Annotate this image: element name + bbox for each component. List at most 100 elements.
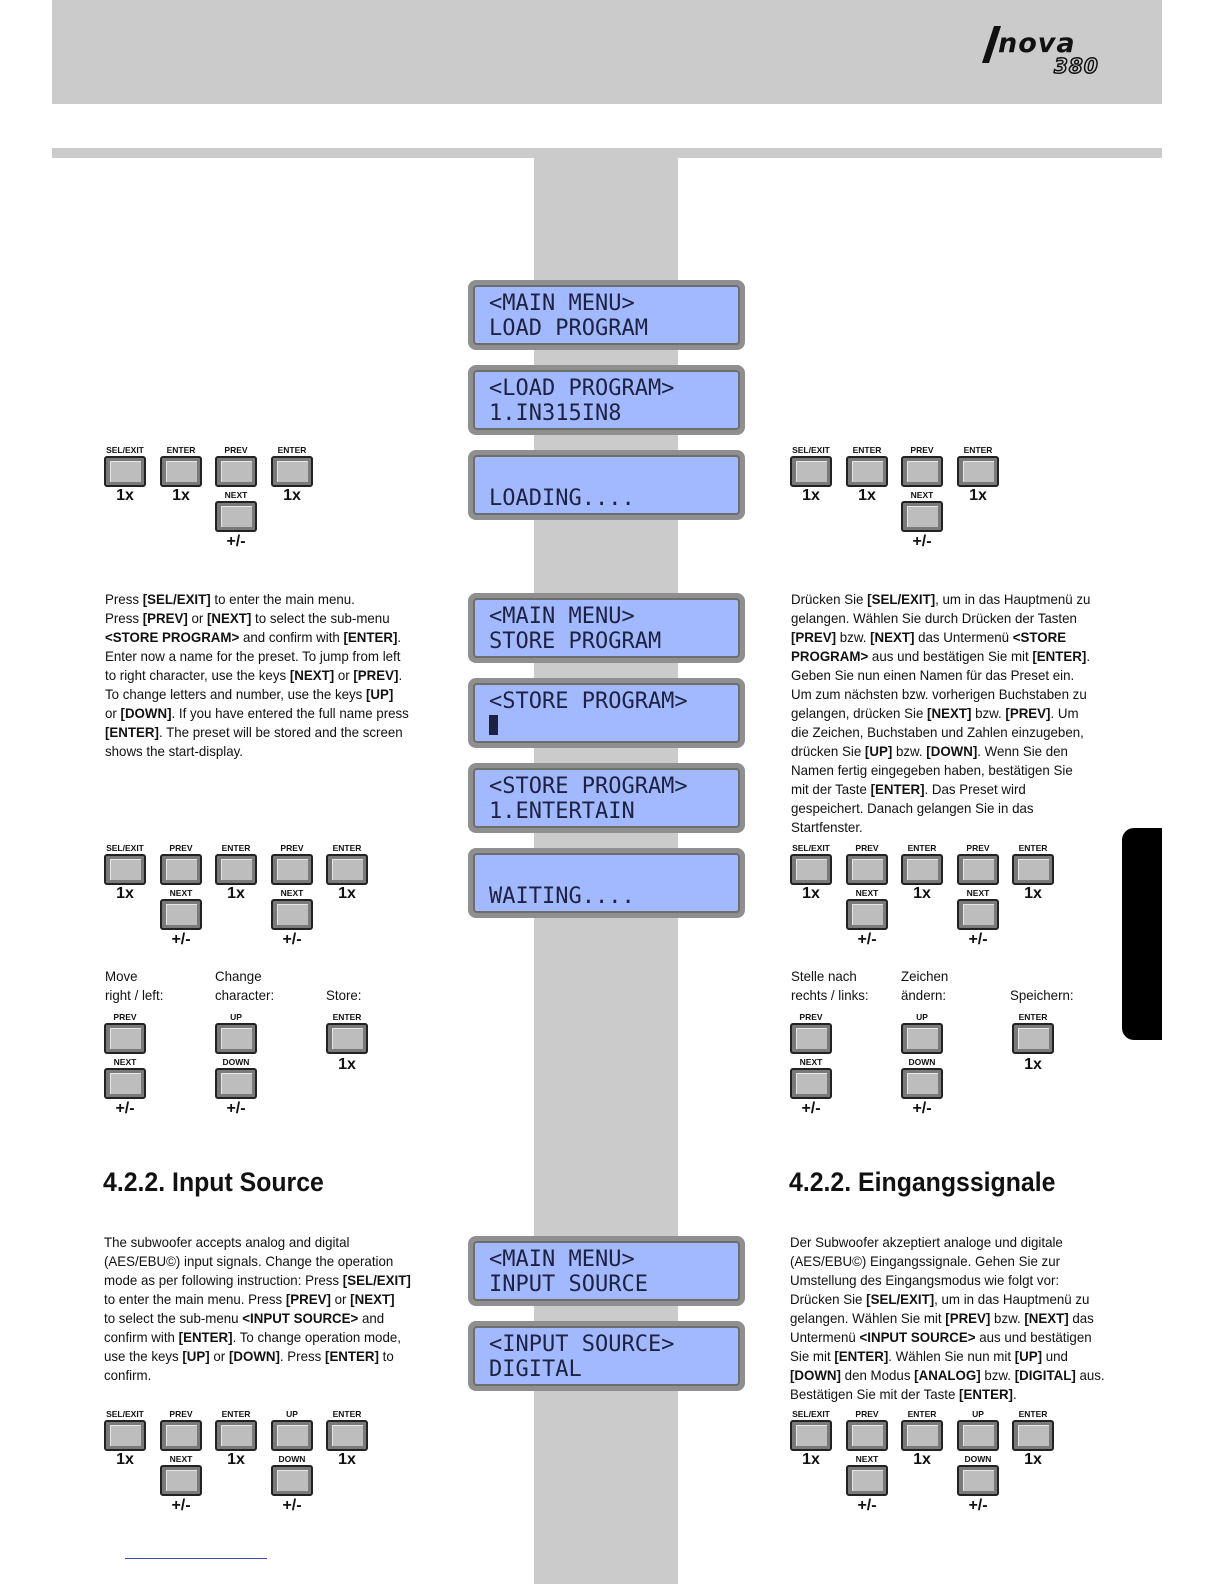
next-key[interactable]: NEXT: [104, 1057, 146, 1099]
key-cap: [104, 1068, 146, 1099]
next-key[interactable]: NEXT: [160, 1454, 202, 1496]
selexit-key[interactable]: SEL/EXIT: [790, 843, 832, 885]
key-label: ENTER: [221, 1409, 251, 1419]
prev-key[interactable]: PREV: [160, 843, 202, 885]
key-label: UP: [230, 1012, 242, 1022]
lcd-display-input-source: <INPUT SOURCE>DIGITAL: [468, 1321, 745, 1391]
selexit-key[interactable]: SEL/EXIT: [790, 445, 832, 487]
label-store: Store:: [326, 987, 362, 1003]
key-label: PREV: [280, 843, 304, 853]
prev-key[interactable]: PREV: [104, 1012, 146, 1054]
footer-line: [125, 1558, 267, 1559]
selexit-key[interactable]: SEL/EXIT: [104, 843, 146, 885]
next-key[interactable]: NEXT: [901, 490, 943, 532]
key-label: SEL/EXIT: [106, 1409, 144, 1419]
down-key[interactable]: DOWN: [901, 1057, 943, 1099]
lcd-screen: <MAIN MENU>LOAD PROGRAM: [473, 285, 740, 345]
enter-key[interactable]: ENTER: [901, 1409, 943, 1451]
key-cap: [104, 456, 146, 487]
up-key[interactable]: UP: [957, 1409, 999, 1451]
down-key[interactable]: DOWN: [215, 1057, 257, 1099]
lcd-line-2: WAITING....: [489, 884, 635, 909]
prev-key[interactable]: PREV: [271, 843, 313, 885]
prev-key[interactable]: PREV: [846, 843, 888, 885]
enter-key[interactable]: ENTER: [1012, 1409, 1054, 1451]
lcd-screen: <STORE PROGRAM>1.ENTERTAIN: [473, 768, 740, 828]
lcd-line-1: <MAIN MENU>: [489, 1247, 635, 1272]
up-key[interactable]: UP: [215, 1012, 257, 1054]
enter-key[interactable]: ENTER: [846, 445, 888, 487]
press-count: 1x: [802, 1451, 820, 1468]
key-cap: [326, 1023, 368, 1054]
key-cap: [957, 456, 999, 487]
next-key[interactable]: NEXT: [846, 888, 888, 930]
key-cap: [215, 1023, 257, 1054]
prev-key[interactable]: PREV: [901, 445, 943, 487]
lcd-display-main-menu-store: <MAIN MENU>STORE PROGRAM: [468, 593, 745, 663]
down-key[interactable]: DOWN: [271, 1454, 313, 1496]
enter-key[interactable]: ENTER: [271, 445, 313, 487]
enter-key[interactable]: ENTER: [1012, 843, 1054, 885]
key-cap: [104, 1023, 146, 1054]
press-count: 1x: [1024, 1056, 1042, 1073]
up-key[interactable]: UP: [901, 1012, 943, 1054]
plus-minus-indicator: +/-: [282, 931, 302, 948]
enter-key[interactable]: ENTER: [215, 1409, 257, 1451]
enter-key[interactable]: ENTER: [326, 843, 368, 885]
lcd-display-store-program-empty: <STORE PROGRAM>: [468, 678, 745, 748]
press-count: 1x: [1024, 885, 1042, 902]
selexit-key[interactable]: SEL/EXIT: [790, 1409, 832, 1451]
press-count: 1x: [338, 1056, 356, 1073]
prev-key[interactable]: PREV: [846, 1409, 888, 1451]
next-key[interactable]: NEXT: [215, 490, 257, 532]
header-rule: [52, 148, 1162, 158]
key-label: SEL/EXIT: [792, 843, 830, 853]
prev-key[interactable]: PREV: [957, 843, 999, 885]
next-key[interactable]: NEXT: [160, 888, 202, 930]
prev-key[interactable]: PREV: [215, 445, 257, 487]
lcd-line-2: 1.ENTERTAIN: [489, 799, 635, 824]
key-cap: [846, 1465, 888, 1496]
lcd-line-2: INPUT SOURCE: [489, 1272, 648, 1297]
prev-key[interactable]: PREV: [160, 1409, 202, 1451]
press-count: 1x: [116, 487, 134, 504]
key-cap: [957, 1420, 999, 1451]
key-label: UP: [916, 1012, 928, 1022]
press-count: 1x: [227, 1451, 245, 1468]
prev-key[interactable]: PREV: [790, 1012, 832, 1054]
enter-key[interactable]: ENTER: [160, 445, 202, 487]
next-key[interactable]: NEXT: [790, 1057, 832, 1099]
press-count: 1x: [913, 1451, 931, 1468]
next-key[interactable]: NEXT: [846, 1454, 888, 1496]
lcd-line-2: DIGITAL: [489, 1357, 582, 1382]
next-key[interactable]: NEXT: [271, 888, 313, 930]
enter-key[interactable]: ENTER: [901, 843, 943, 885]
enter-key[interactable]: ENTER: [326, 1012, 368, 1054]
press-count: 1x: [802, 487, 820, 504]
enter-key[interactable]: ENTER: [957, 445, 999, 487]
press-count: 1x: [227, 885, 245, 902]
selexit-key[interactable]: SEL/EXIT: [104, 1409, 146, 1451]
key-cap: [901, 501, 943, 532]
plus-minus-indicator: +/-: [226, 1100, 246, 1117]
lcd-line-1: <STORE PROGRAM>: [489, 774, 688, 799]
next-key[interactable]: NEXT: [957, 888, 999, 930]
lcd-line-1: [489, 859, 726, 884]
key-cap: [215, 501, 257, 532]
enter-key[interactable]: ENTER: [1012, 1012, 1054, 1054]
enter-key[interactable]: ENTER: [326, 1409, 368, 1451]
up-key[interactable]: UP: [271, 1409, 313, 1451]
key-label: ENTER: [221, 843, 251, 853]
key-cap: [160, 854, 202, 885]
down-key[interactable]: DOWN: [957, 1454, 999, 1496]
lcd-screen: <MAIN MENU>INPUT SOURCE: [473, 1241, 740, 1301]
enter-key[interactable]: ENTER: [215, 843, 257, 885]
selexit-key[interactable]: SEL/EXIT: [104, 445, 146, 487]
key-cap: [790, 1068, 832, 1099]
lcd-screen: <STORE PROGRAM>: [473, 683, 740, 743]
key-label: NEXT: [855, 888, 879, 898]
key-cap: [846, 899, 888, 930]
label-move-line-1: Move: [105, 968, 138, 984]
key-label: NEXT: [113, 1057, 137, 1067]
